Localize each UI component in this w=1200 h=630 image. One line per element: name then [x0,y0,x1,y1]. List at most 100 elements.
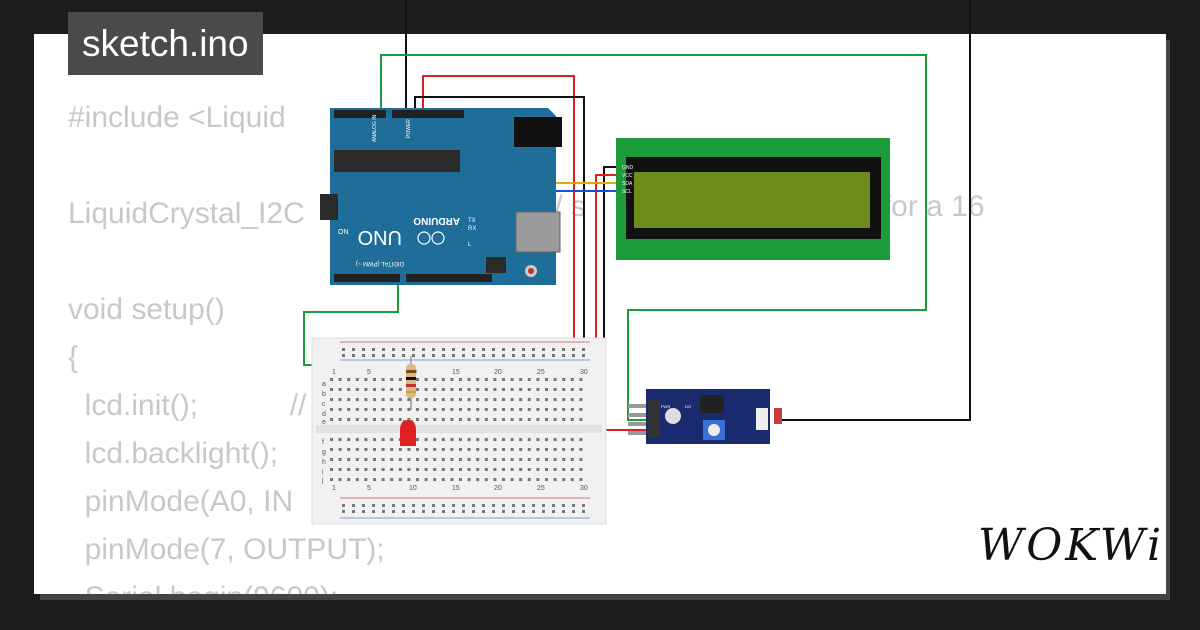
wire-black-gnd[interactable] [414,96,585,355]
breadboard-hole[interactable] [502,448,505,451]
rail-hole[interactable] [452,354,455,357]
breadboard-hole[interactable] [338,468,342,471]
breadboard-hole[interactable] [502,408,505,411]
rail-hole[interactable] [452,510,455,513]
rail-hole[interactable] [362,348,365,351]
breadboard-hole[interactable] [502,478,505,481]
breadboard-hole[interactable] [579,448,583,451]
breadboard-hole[interactable] [553,448,557,451]
rail-hole[interactable] [552,348,555,351]
breadboard-hole[interactable] [433,478,437,481]
breadboard-hole[interactable] [424,438,428,441]
breadboard-hole[interactable] [355,378,359,381]
breadboard-hole[interactable] [519,438,523,441]
breadboard-hole[interactable] [424,378,428,381]
breadboard-hole[interactable] [484,408,488,411]
breadboard-hole[interactable] [467,468,471,471]
rail-hole[interactable] [552,504,555,507]
breadboard-hole[interactable] [347,388,351,391]
breadboard-hole[interactable] [355,438,359,441]
breadboard-hole[interactable] [519,458,523,461]
photoresistor[interactable] [774,408,782,424]
rail-hole[interactable] [422,510,425,513]
rail-hole[interactable] [402,504,405,507]
breadboard-hole[interactable] [545,418,548,421]
rail-hole[interactable] [342,348,345,351]
sensor-pin[interactable] [628,422,648,426]
breadboard-hole[interactable] [484,388,488,391]
breadboard-hole[interactable] [536,378,540,381]
breadboard-hole[interactable] [502,398,505,401]
breadboard-hole[interactable] [373,478,376,481]
rail-hole[interactable] [432,348,435,351]
breadboard-hole[interactable] [398,448,402,451]
rail-hole[interactable] [492,510,495,513]
breadboard-hole[interactable] [398,458,402,461]
breadboard-hole[interactable] [390,398,394,401]
breadboard-hole[interactable] [390,418,394,421]
breadboard-hole[interactable] [519,388,523,391]
breadboard-hole[interactable] [364,398,368,401]
breadboard-hole[interactable] [502,418,505,421]
breadboard-hole[interactable] [476,448,480,451]
rail-hole[interactable] [392,354,395,357]
breadboard-hole[interactable] [467,408,471,411]
breadboard-hole[interactable] [570,478,574,481]
digital-header-left[interactable] [334,274,400,282]
breadboard-hole[interactable] [519,378,523,381]
breadboard-hole[interactable] [553,468,557,471]
breadboard-hole[interactable] [510,458,514,461]
breadboard-hole[interactable] [502,388,505,391]
rail-hole[interactable] [502,348,505,351]
breadboard-hole[interactable] [527,478,531,481]
analog-header[interactable] [334,110,386,118]
breadboard-hole[interactable] [433,468,437,471]
breadboard-hole[interactable] [373,408,376,411]
red-led[interactable] [400,420,416,446]
breadboard-hole[interactable] [484,398,488,401]
breadboard-hole[interactable] [510,388,514,391]
breadboard-hole[interactable] [570,378,574,381]
breadboard-hole[interactable] [424,388,428,391]
breadboard-hole[interactable] [330,388,333,391]
breadboard-hole[interactable] [570,408,574,411]
breadboard-hole[interactable] [502,458,505,461]
rail-hole[interactable] [392,348,395,351]
breadboard-hole[interactable] [476,458,480,461]
rail-hole[interactable] [532,354,535,357]
breadboard-hole[interactable] [450,378,454,381]
breadboard-hole[interactable] [381,438,385,441]
rail-hole[interactable] [382,354,385,357]
rail-hole[interactable] [562,348,565,351]
breadboard-hole[interactable] [527,468,531,471]
breadboard-hole[interactable] [536,408,540,411]
breadboard-hole[interactable] [510,408,514,411]
breadboard-hole[interactable] [570,398,574,401]
breadboard-hole[interactable] [381,408,385,411]
potentiometer-knob[interactable] [708,424,720,436]
wire-black-lcd-gnd[interactable] [603,166,620,345]
breadboard-hole[interactable] [407,408,411,411]
breadboard-hole[interactable] [330,398,333,401]
rail-hole[interactable] [472,504,475,507]
breadboard-hole[interactable] [338,408,342,411]
rail-hole[interactable] [372,348,375,351]
breadboard-hole[interactable] [364,388,368,391]
rail-hole[interactable] [342,504,345,507]
breadboard-hole[interactable] [527,378,531,381]
rail-hole[interactable] [522,504,525,507]
rail-hole[interactable] [412,354,415,357]
breadboard-hole[interactable] [562,468,566,471]
breadboard-hole[interactable] [536,398,540,401]
breadboard-hole[interactable] [450,448,454,451]
breadboard-hole[interactable] [433,448,437,451]
breadboard-hole[interactable] [381,418,385,421]
breadboard-hole[interactable] [424,418,428,421]
rail-hole[interactable] [382,348,385,351]
breadboard-hole[interactable] [553,378,557,381]
breadboard-hole[interactable] [570,468,574,471]
breadboard-hole[interactable] [545,388,548,391]
breadboard-hole[interactable] [579,388,583,391]
breadboard-hole[interactable] [579,378,583,381]
breadboard-hole[interactable] [570,448,574,451]
